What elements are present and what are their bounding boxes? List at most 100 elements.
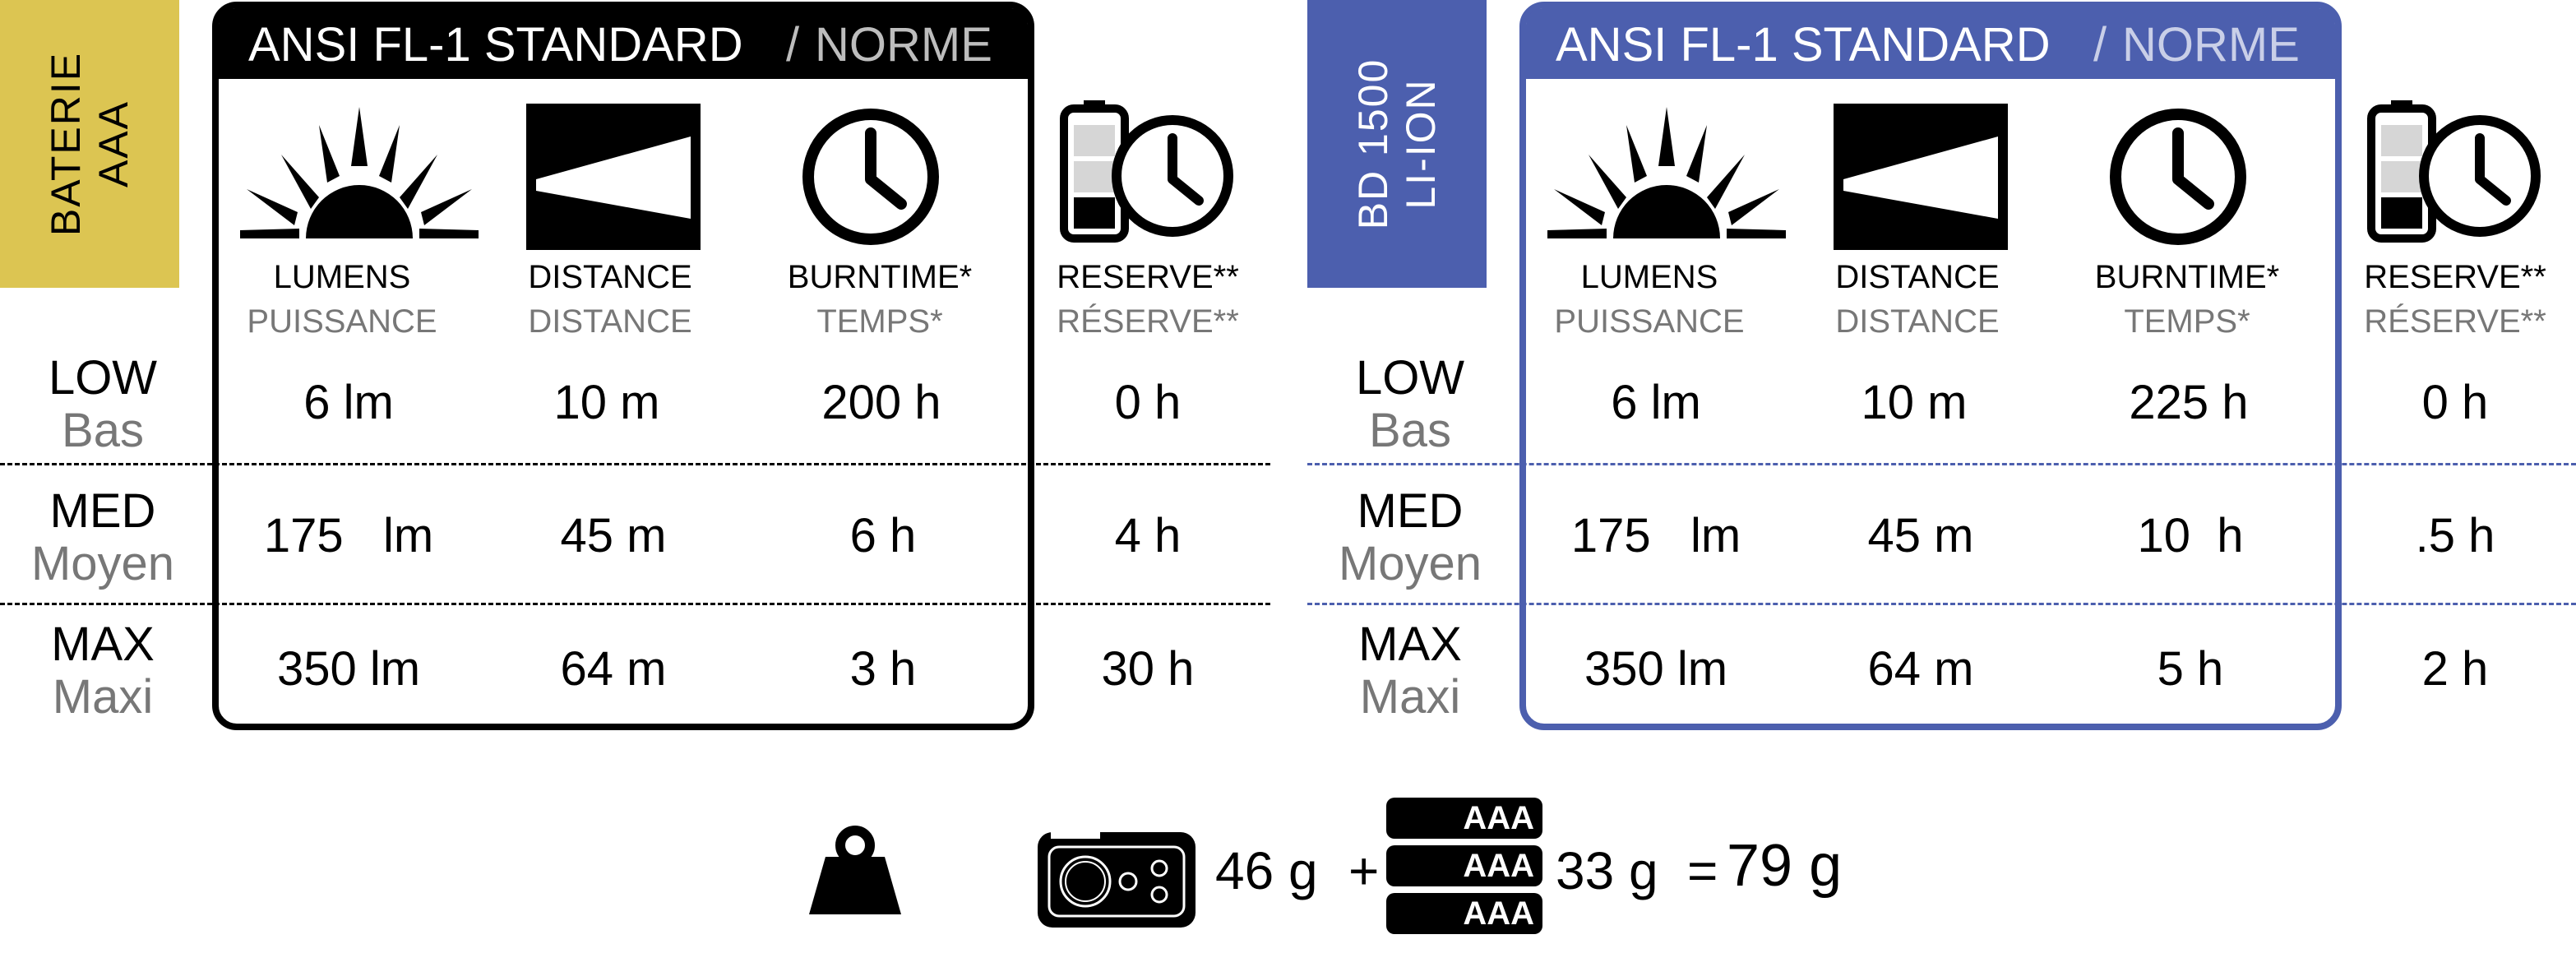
header-lumens-fr: PUISSANCE	[247, 303, 437, 340]
row-divider	[1307, 463, 2576, 465]
clock-icon	[2110, 109, 2246, 245]
cell-med-lumens: 175 lm	[263, 509, 434, 562]
title-norme: NORME	[2122, 18, 2300, 72]
tag-line-2: LI-ION	[1398, 78, 1444, 210]
row-divider	[0, 463, 1270, 465]
aaa-battery-label: AAA	[1463, 800, 1534, 836]
cell-max-reserve: 2 h	[2421, 642, 2489, 696]
header-burntime-en: BURNTIME*	[2094, 259, 2280, 295]
plus-sign: +	[1348, 841, 1380, 900]
header-distance: DISTANCE DISTANCE	[528, 255, 691, 344]
mode-med-right: MED Moyen	[1316, 485, 1505, 590]
title-slash: /	[2093, 18, 2107, 72]
cell-low-lumens: 6 lm	[303, 376, 394, 429]
equals-sign: =	[1687, 841, 1718, 900]
header-reserve-en: RESERVE**	[2364, 259, 2546, 295]
cell-med-reserve: .5 h	[2415, 509, 2495, 562]
total-weight: 79 g	[1727, 833, 1843, 899]
cell-med-distance: 45 m	[1867, 509, 1974, 562]
aaa-battery: AAA	[1386, 893, 1542, 934]
header-lumens-en: LUMENS	[1580, 259, 1718, 295]
mode-max-right: MAX Maxi	[1316, 618, 1505, 724]
aaa-battery-stack: AAA AAA AAA	[1386, 798, 1544, 934]
header-burntime-en: BURNTIME*	[787, 259, 973, 295]
mode-en: MED	[1357, 484, 1464, 538]
ansi-title: ANSI FL-1 STANDARD	[1556, 18, 2051, 72]
cell-med-reserve: 4 h	[1114, 509, 1182, 562]
cell-max-reserve: 30 h	[1101, 642, 1195, 696]
sun-rays-icon	[240, 107, 479, 238]
mode-fr: Bas	[1369, 404, 1451, 457]
cell-med-distance: 45 m	[560, 509, 667, 562]
header-reserve: RESERVE** RÉSERVE**	[2364, 255, 2546, 344]
ansi-standard-box-left: ANSI FL-1 STANDARD / NORME	[212, 2, 1034, 730]
mode-max-left: MAX Maxi	[8, 618, 197, 724]
beam-distance-icon	[526, 104, 701, 250]
header-distance-fr: DISTANCE	[1835, 303, 2000, 340]
tag-line-2: AAA	[90, 99, 136, 188]
title-norme: NORME	[815, 18, 992, 72]
ansi-title-bar: ANSI FL-1 STANDARD / NORME	[1526, 8, 2335, 79]
aaa-battery-label: AAA	[1463, 848, 1534, 884]
cell-med-burntime: 6 h	[849, 509, 917, 562]
mode-low-left: LOW Bas	[8, 352, 197, 457]
header-distance-en: DISTANCE	[1835, 259, 2000, 295]
header-burntime: BURNTIME* TEMPS*	[788, 255, 972, 344]
clock-icon	[802, 109, 939, 245]
header-burntime: BURNTIME* TEMPS*	[2095, 255, 2279, 344]
cell-low-distance: 10 m	[1861, 376, 1968, 429]
mode-fr: Maxi	[52, 670, 154, 724]
headlamp-weight: 46 g	[1215, 841, 1318, 900]
header-burntime-fr: TEMPS*	[816, 303, 943, 340]
cell-max-lumens: 350 lm	[276, 642, 421, 696]
cell-low-reserve: 0 h	[2421, 376, 2489, 429]
header-reserve: RESERVE** RÉSERVE**	[1057, 255, 1239, 344]
battery-clock-icon	[1060, 100, 1233, 243]
aaa-battery: AAA	[1386, 845, 1542, 886]
mode-en: MED	[49, 484, 156, 538]
cell-low-burntime: 200 h	[821, 376, 941, 429]
mode-fr: Moyen	[30, 537, 175, 590]
battery-type-tag-aaa: BATERIE AAA	[0, 0, 179, 288]
sun-rays-icon	[1547, 107, 1786, 238]
cell-med-burntime: 10 h	[2137, 509, 2244, 562]
cell-max-burntime: 5 h	[2157, 642, 2224, 696]
header-lumens-fr: PUISSANCE	[1554, 303, 1745, 340]
row-divider	[0, 603, 1270, 605]
tag-line-1: BD 1500	[1350, 58, 1396, 230]
cell-max-lumens: 350 lm	[1584, 642, 1728, 696]
battery-type-tag-bd1500: BD 1500 LI-ION	[1307, 0, 1487, 288]
cell-med-lumens: 175 lm	[1570, 509, 1741, 562]
mode-en: LOW	[48, 351, 158, 405]
cell-low-lumens: 6 lm	[1611, 376, 1701, 429]
weight-icon	[809, 826, 901, 914]
header-lumens-en: LUMENS	[273, 259, 411, 295]
mode-en: MAX	[51, 618, 155, 671]
cell-max-distance: 64 m	[560, 642, 667, 696]
mode-low-right: LOW Bas	[1316, 352, 1505, 457]
headlamp-icon	[1038, 832, 1196, 928]
battery-clock-icon	[2367, 100, 2541, 243]
cell-low-distance: 10 m	[553, 376, 660, 429]
row-divider	[1307, 603, 2576, 605]
header-reserve-fr: RÉSERVE**	[1057, 303, 1239, 340]
battery-weight: 33 g	[1556, 841, 1658, 900]
mode-fr: Moyen	[1338, 537, 1482, 590]
header-lumens: LUMENS PUISSANCE	[1554, 255, 1744, 344]
header-reserve-en: RESERVE**	[1057, 259, 1239, 295]
cell-max-distance: 64 m	[1867, 642, 1974, 696]
mode-fr: Maxi	[1359, 670, 1461, 724]
cell-low-reserve: 0 h	[1114, 376, 1182, 429]
tag-line-1: BATERIE	[43, 51, 89, 237]
header-distance-en: DISTANCE	[528, 259, 692, 295]
header-lumens: LUMENS PUISSANCE	[247, 255, 437, 344]
cell-max-burntime: 3 h	[849, 642, 917, 696]
ansi-title: ANSI FL-1 STANDARD	[248, 18, 743, 72]
mode-en: LOW	[1355, 351, 1465, 405]
header-burntime-fr: TEMPS*	[2124, 303, 2250, 340]
mode-en: MAX	[1358, 618, 1462, 671]
ansi-standard-box-right: ANSI FL-1 STANDARD / NORME	[1519, 2, 2342, 730]
mode-med-left: MED Moyen	[8, 485, 197, 590]
ansi-title-bar: ANSI FL-1 STANDARD / NORME	[219, 8, 1028, 79]
header-reserve-fr: RÉSERVE**	[2364, 303, 2546, 340]
